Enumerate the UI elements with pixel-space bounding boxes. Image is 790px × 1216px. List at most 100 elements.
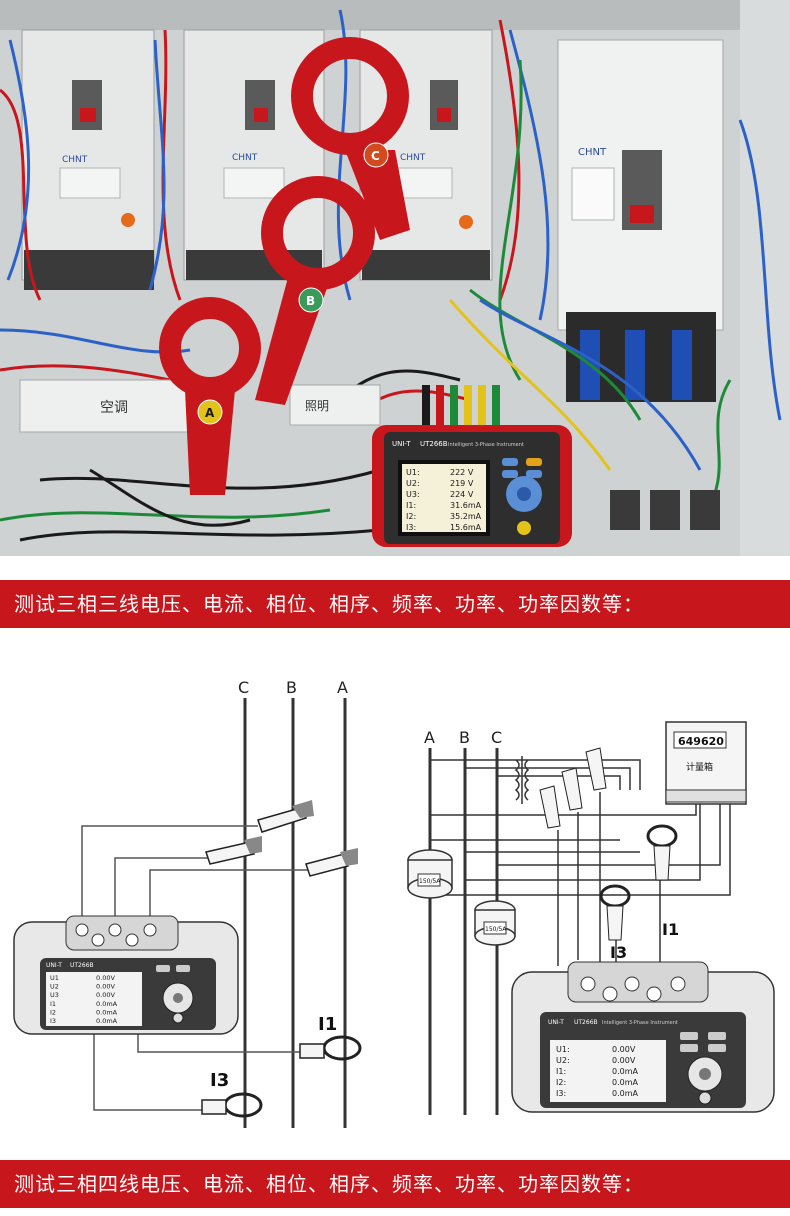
screen-row-label: I3: [556,1089,566,1098]
device-model: UT266B [70,962,94,969]
device-brand: UNI-T [392,440,411,448]
breaker-brand-label: CHNT [62,155,88,165]
screen-row-label: I2: [406,512,416,521]
clamp-label-a: A [205,406,215,420]
wiring-diagrams: C B A [13,678,775,1128]
screen-row-label: U2: [556,1056,570,1065]
device-leads [422,385,500,425]
current-clamp-i3: I3 [201,1070,263,1118]
caption-banner-three-phase-three-wire: 测试三相三线电压、电流、相位、相序、频率、功率、功率因数等： [0,580,790,628]
voltage-clip-1 [257,800,314,833]
screen-row-label: U1 [50,974,59,982]
clamp-label-c: C [371,149,380,163]
clamp-label-b: B [306,294,315,308]
energy-meter: 649620 计量箱 [665,721,747,805]
screen-row-value: 31.6mA [450,501,482,510]
handwritten-label-ac: 空调 [100,400,128,416]
screen-row-value: 0.0mA [96,1008,118,1016]
screen-row-value: 0.00V [96,983,115,991]
screen-row-value: 0.0mA [612,1067,639,1076]
screen-row-label: U3 [50,991,59,999]
voltage-clip-3 [305,848,358,877]
screen-row-label: I1: [556,1067,566,1076]
breaker-brand-label: CHNT [578,147,607,158]
busbar-blocks [610,490,720,530]
screen-row-label: I3 [50,1017,56,1025]
device-screen: U1 0.00V U2 0.00V U3 0.00V I1 0.0mA I2 0.0mA I3 0.0… [50,974,118,1025]
phase-label-a: A [424,728,435,747]
ct-label: 150/5A [419,878,441,885]
device-subtitle: Intelligent 3-Phase Instrument [602,1020,678,1026]
meter-reading: 649620 [678,735,724,748]
screen-row-label: U2: [406,479,420,488]
device-subtitle: Intelligent 3-Phase Instrument [448,442,524,448]
diagram-device-left: UNI-T UT266B U1 0.00V U2 0.00V U3 0.00V I1 0.0m… [13,915,239,1035]
clamp-a: A [159,297,261,495]
voltage-clip-2 [205,836,262,865]
phase-label-c: C [491,728,502,747]
breaker-left: CHNT [21,29,155,290]
phase-label-b: B [459,728,470,747]
screen-row-label: U3: [406,490,420,499]
screen-row-label: U2 [50,983,59,991]
current-transformer-a: 150/5A [407,849,453,899]
diagram-three-phase-three-wire: C B A [13,678,362,1128]
screen-row-value: 0.00V [96,991,115,999]
screen-row-label: U1: [556,1045,570,1054]
phase-label-b: B [286,678,297,697]
breaker-brand-label: CHNT [232,153,258,163]
caption-banner-three-phase-four-wire: 测试三相四线电压、电流、相位、相序、频率、功率、功率因数等： [0,1160,790,1208]
clamp-b: B [255,176,375,405]
product-photo: CHNT CHNT CHNT CHNT [0,0,790,556]
voltage-clips-right [539,747,607,829]
handwritten-label-lighting: 照明 [305,399,329,413]
screen-row-value: 0.0mA [96,1017,118,1025]
current-transformer-c: 150/5A [474,900,516,946]
screen-row-value: 222 V [450,468,474,477]
device-model: UT266B [420,440,448,448]
clamp-label-i1: I1 [662,920,679,939]
screen-row-value: 15.6mA [450,523,482,532]
screen-row-label: I3: [406,523,416,532]
transformer [514,756,530,804]
screen-row-value: 0.0mA [612,1078,639,1087]
screen-row-value: 0.0mA [96,1000,118,1008]
phase-label-a: A [337,678,348,697]
screen-row-value: 0.00V [96,974,115,982]
screen-row-value: 0.0mA [612,1089,639,1098]
device-brand: UNI-T [46,962,62,969]
screen-row-label: I2: [556,1078,566,1087]
screen-row-label: U1: [406,468,420,477]
device-model: UT266B [574,1019,598,1026]
clamp-label-i3: I3 [610,943,627,962]
clamp-label-i1: I1 [318,1014,337,1035]
diagram-three-phase-four-wire: A B C 649620 计量箱 [407,721,775,1115]
photo-device: UNI-T UT266B Intelligent 3-Phase Instrum… [372,425,572,547]
device-screen: U1: 0.00V U2: 0.00V I1: 0.0mA I2: 0.0mA I3: 0.0mA [556,1045,639,1098]
current-clamp-i1-right: I1 [646,824,679,939]
current-clamp-i3-right: I3 [599,884,631,962]
breaker-brand-label: CHNT [400,153,426,163]
device-brand: UNI-T [548,1019,564,1026]
diagram-device-right: UNI-T UT266B Intelligent 3-Phase Instrum… [511,961,775,1113]
ct-label: 150/5A [485,926,507,933]
meter-label: 计量箱 [686,761,713,773]
wiring [0,9,782,542]
screen-row-value: 0.00V [612,1056,636,1065]
screen-row-label: I1 [50,1000,56,1008]
clamp-label-i3: I3 [210,1070,229,1091]
terminal-rail-middle [289,384,381,426]
screen-row-value: 0.00V [612,1045,636,1054]
breaker-right: CHNT [557,39,724,402]
screen-row-label: I2 [50,1008,56,1016]
breaker-middle-1: CHNT [183,29,325,281]
device-screen: U1:222 VU2:219 VU3:224 VI1:31.6mAI2:35.2… [406,468,482,532]
terminal-rail-left [19,379,191,433]
screen-row-value: 224 V [450,490,474,499]
clamp-c: C [291,37,410,240]
current-clamp-i1: I1 [299,1014,362,1061]
screen-row-value: 35.2mA [450,512,482,521]
screen-row-value: 219 V [450,479,474,488]
phase-label-c: C [238,678,249,697]
